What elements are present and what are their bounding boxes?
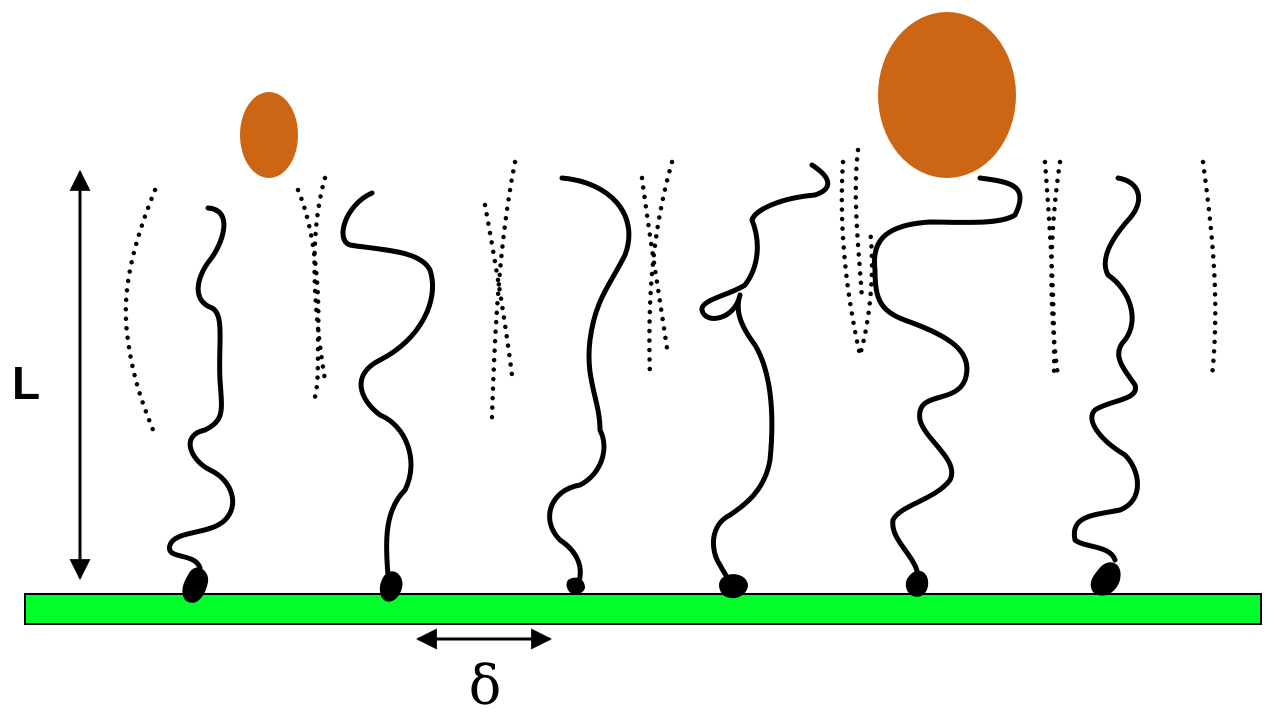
dotted-chain (1200, 159, 1218, 379)
large-particle (878, 12, 1016, 178)
polymer-chain (1071, 175, 1141, 563)
polymer-chain (167, 205, 236, 571)
polymer-chain (871, 175, 1023, 578)
dotted-chain (482, 202, 515, 378)
dotted-chain (853, 147, 865, 303)
chain-anchor (1090, 562, 1121, 596)
chain-anchor (905, 570, 929, 597)
spacing-label: δ (469, 654, 502, 717)
polymer-chain (699, 162, 831, 588)
dotted-chain (312, 175, 328, 383)
polymer-chain (340, 190, 436, 578)
chain-anchor (379, 571, 403, 602)
chain-anchor (566, 577, 585, 595)
length-label: L (12, 357, 40, 409)
dotted-chain (639, 175, 671, 358)
dotted-chain (1049, 159, 1063, 379)
chain-anchor (719, 574, 748, 599)
dotted-chain (489, 159, 518, 421)
dotted-chain (123, 187, 158, 438)
substrate-surface (24, 593, 1262, 625)
dotted-chain (295, 187, 321, 403)
dotted-chain (839, 159, 875, 356)
dotted-chain (647, 159, 675, 381)
chain-anchor (182, 567, 209, 603)
polymer-chain (547, 175, 632, 588)
dotted-chain (1042, 159, 1057, 379)
small-particle (240, 92, 298, 178)
